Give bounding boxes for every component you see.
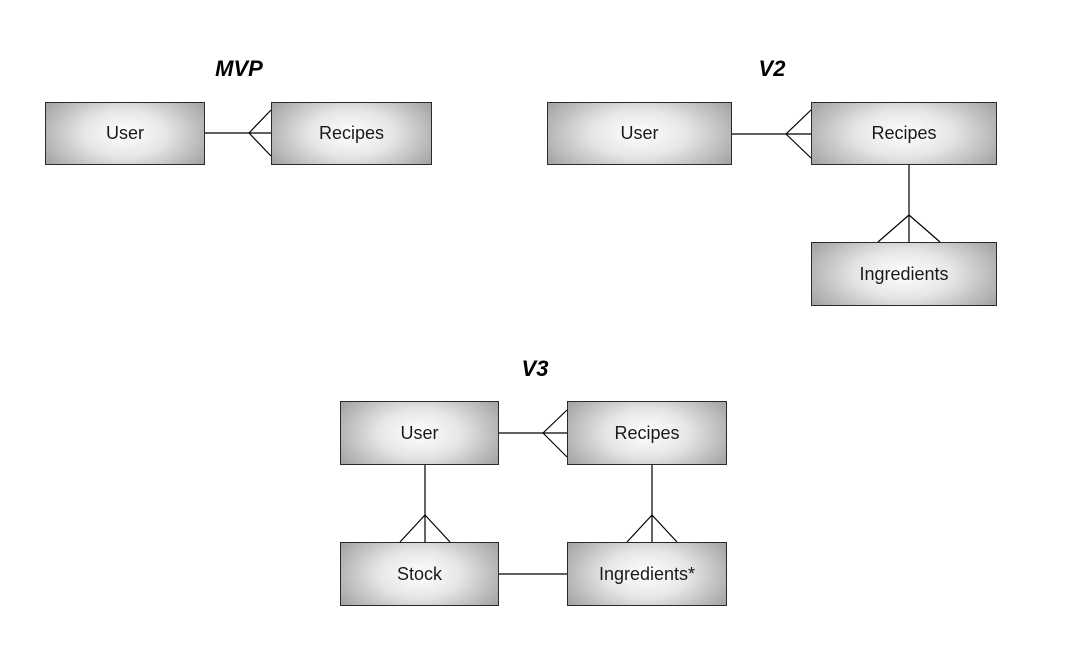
crows-foot-prong	[877, 214, 910, 243]
entity-ingredients[interactable]: Ingredients*	[567, 542, 727, 606]
crows-foot-prong	[399, 514, 426, 543]
entity-ingredients[interactable]: Ingredients	[811, 242, 997, 306]
relationship-v2-recipes-ingredients	[877, 165, 941, 243]
crows-foot-prong	[248, 109, 272, 134]
crows-foot-prong	[626, 514, 653, 543]
entity-recipes[interactable]: Recipes	[271, 102, 432, 165]
relationship-mvp-user-recipes	[205, 109, 272, 157]
crows-foot-prong	[651, 514, 678, 543]
entity-user[interactable]: User	[547, 102, 732, 165]
relationship-v2-user-recipes	[732, 109, 812, 159]
crows-foot-prong	[908, 214, 941, 243]
relationship-v3-user-recipes	[499, 409, 568, 458]
relationship-v3-user-stock	[399, 465, 451, 543]
diagram-title-v3: V3	[521, 356, 549, 381]
crows-foot-prong	[542, 432, 568, 458]
entity-stock[interactable]: Stock	[340, 542, 499, 606]
relationship-v3-recipes-ingredients	[626, 465, 678, 543]
crows-foot-prong	[785, 109, 812, 135]
entity-user[interactable]: User	[340, 401, 499, 465]
diagram-title-mvp: MVP	[215, 56, 263, 81]
crows-foot-prong	[424, 514, 451, 543]
entity-user[interactable]: User	[45, 102, 205, 165]
crows-foot-prong	[785, 133, 812, 159]
crows-foot-prong	[542, 409, 568, 434]
crows-foot-prong	[248, 132, 272, 157]
entity-recipes[interactable]: Recipes	[567, 401, 727, 465]
entity-recipes[interactable]: Recipes	[811, 102, 997, 165]
diagram-title-v2: V2	[758, 56, 786, 81]
